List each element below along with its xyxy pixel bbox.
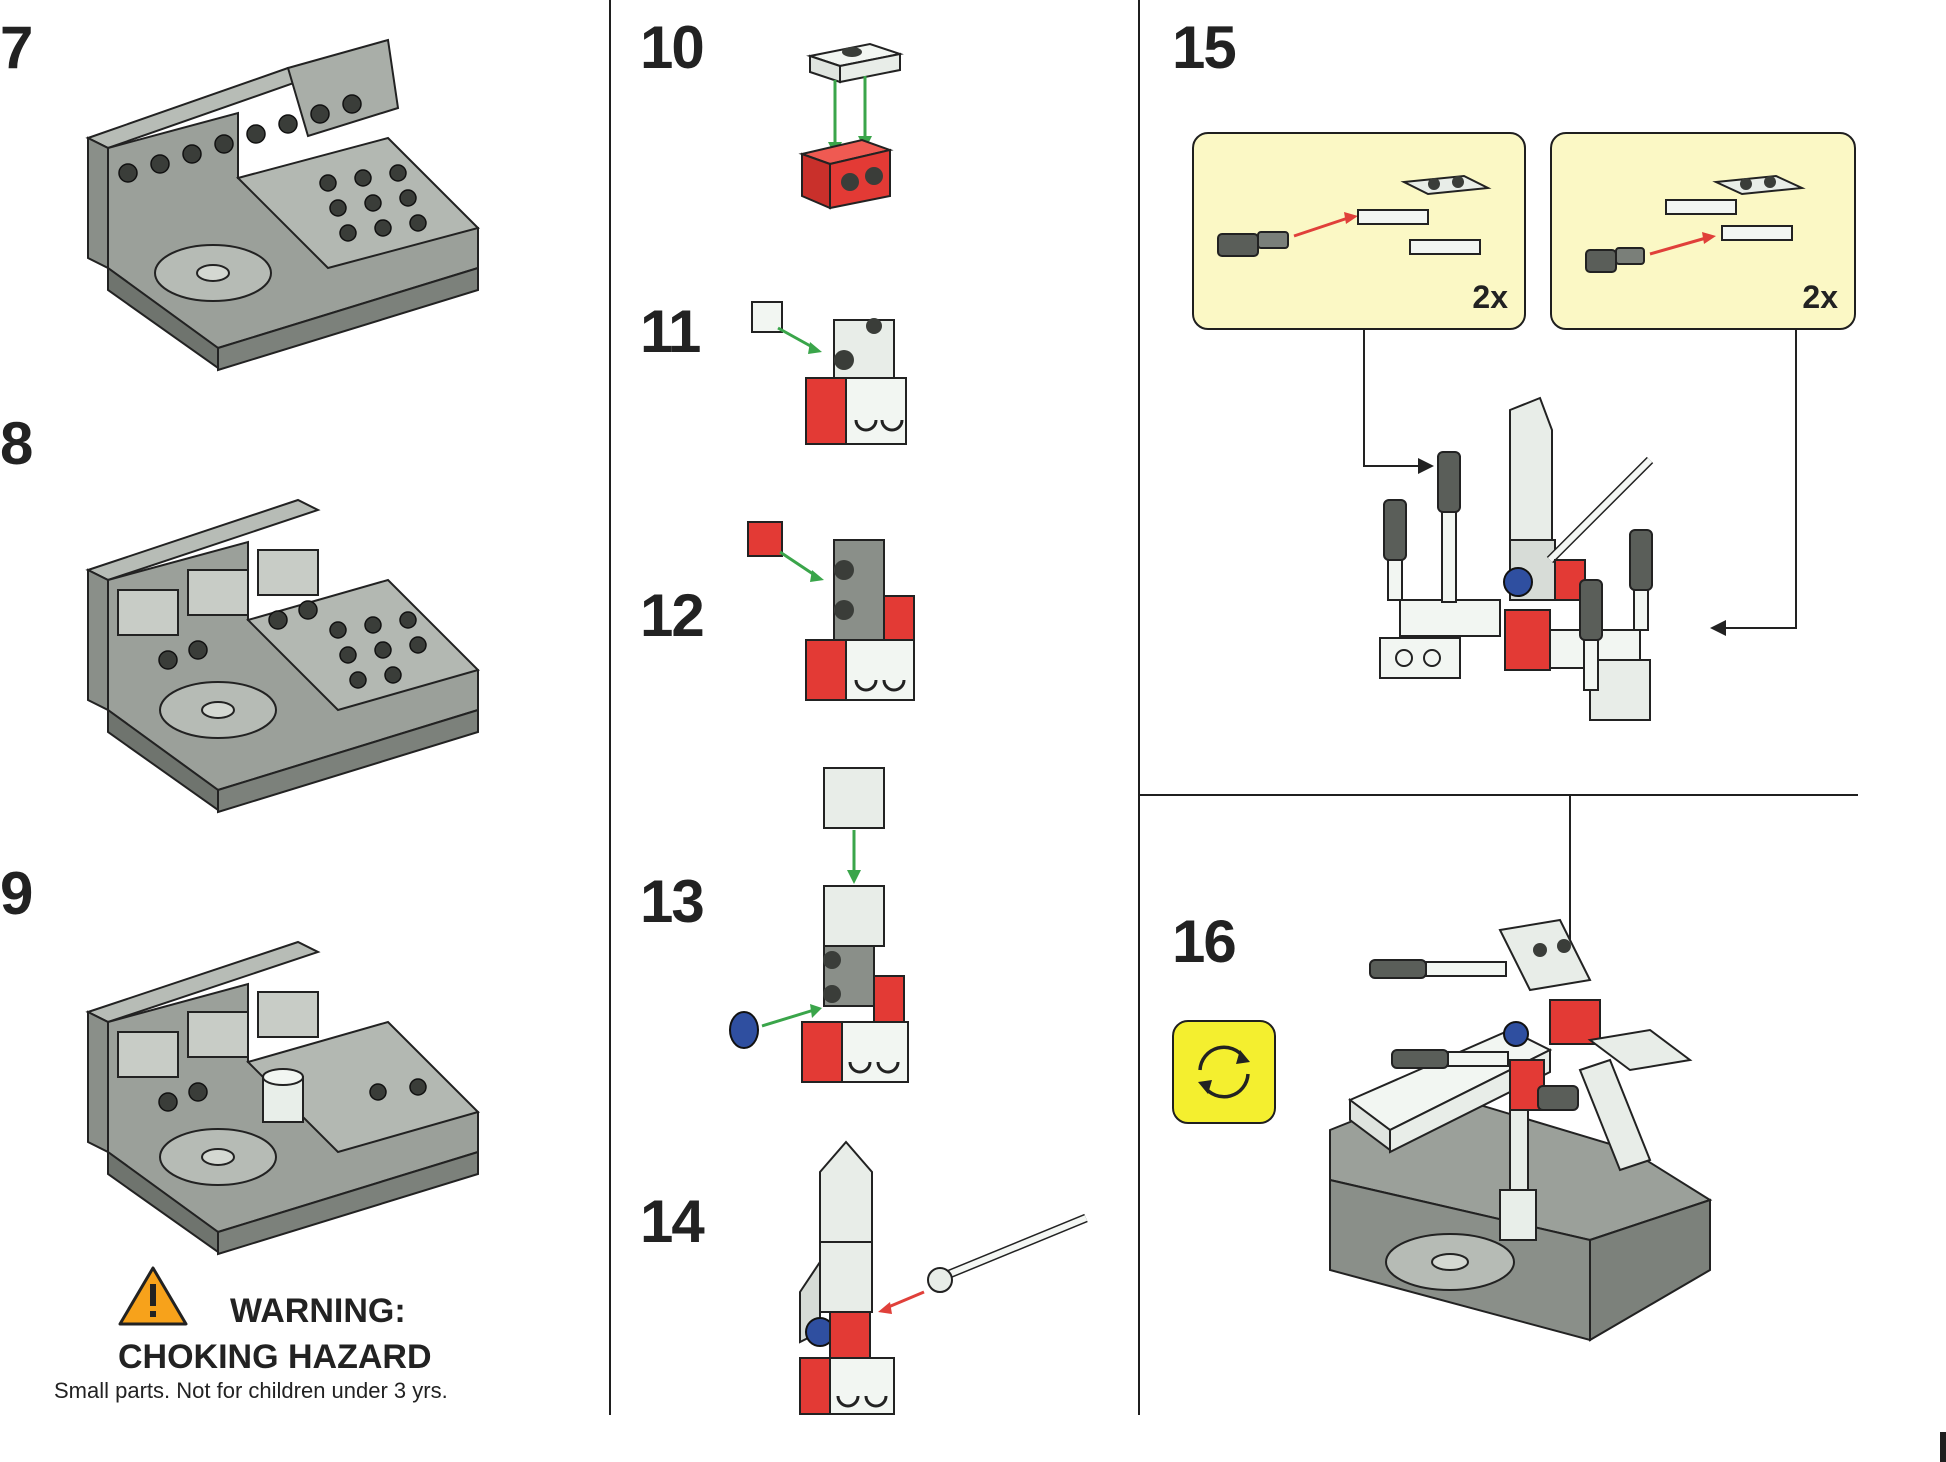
step10-parts-illustration <box>798 42 904 210</box>
step7-model-illustration <box>85 38 480 372</box>
step11-parts-illustration <box>751 301 907 445</box>
step-number-10: 10 <box>640 14 705 81</box>
step-number-7: 7 <box>0 14 33 81</box>
page-edge-mark <box>1940 1432 1946 1462</box>
rotate-model-icon <box>1198 1045 1250 1099</box>
step-number-12: 12 <box>640 582 705 649</box>
column-divider-left <box>609 0 611 1415</box>
step-number-9: 9 <box>0 860 33 927</box>
step8-model-illustration <box>85 498 480 814</box>
step-number-14: 14 <box>640 1188 705 1255</box>
step12-parts-illustration <box>747 521 915 701</box>
callout-right-multiplier: 2x <box>1802 279 1838 315</box>
step15-left-parts <box>1217 174 1492 257</box>
warning-subtitle: Small parts. Not for children under 3 yr… <box>54 1378 448 1403</box>
step15-callout-left: 2x <box>1192 132 1526 330</box>
warning-hazard-title: CHOKING HAZARD <box>118 1338 432 1376</box>
step15-16-divider <box>1140 794 1858 796</box>
step-number-15: 15 <box>1172 14 1237 81</box>
warning-triangle-icon <box>118 1266 188 1326</box>
rotate-model-badge <box>1172 1020 1276 1124</box>
callout-left-multiplier: 2x <box>1472 279 1508 315</box>
column-divider-right <box>1138 0 1140 1415</box>
step9-model-illustration <box>85 940 480 1256</box>
step16-model-illustration <box>1329 918 1713 1342</box>
step15-right-parts <box>1585 174 1806 273</box>
step-number-8: 8 <box>0 410 33 477</box>
step-number-13: 13 <box>640 868 705 935</box>
step-number-11: 11 <box>640 298 701 365</box>
step15-model-illustration <box>1379 396 1654 721</box>
step15-callout-right: 2x <box>1550 132 1856 330</box>
step13-parts-illustration <box>729 767 909 1083</box>
step-number-16: 16 <box>1172 908 1237 975</box>
step14-parts-illustration <box>799 1140 1088 1415</box>
warning-title: WARNING: <box>230 1292 406 1330</box>
